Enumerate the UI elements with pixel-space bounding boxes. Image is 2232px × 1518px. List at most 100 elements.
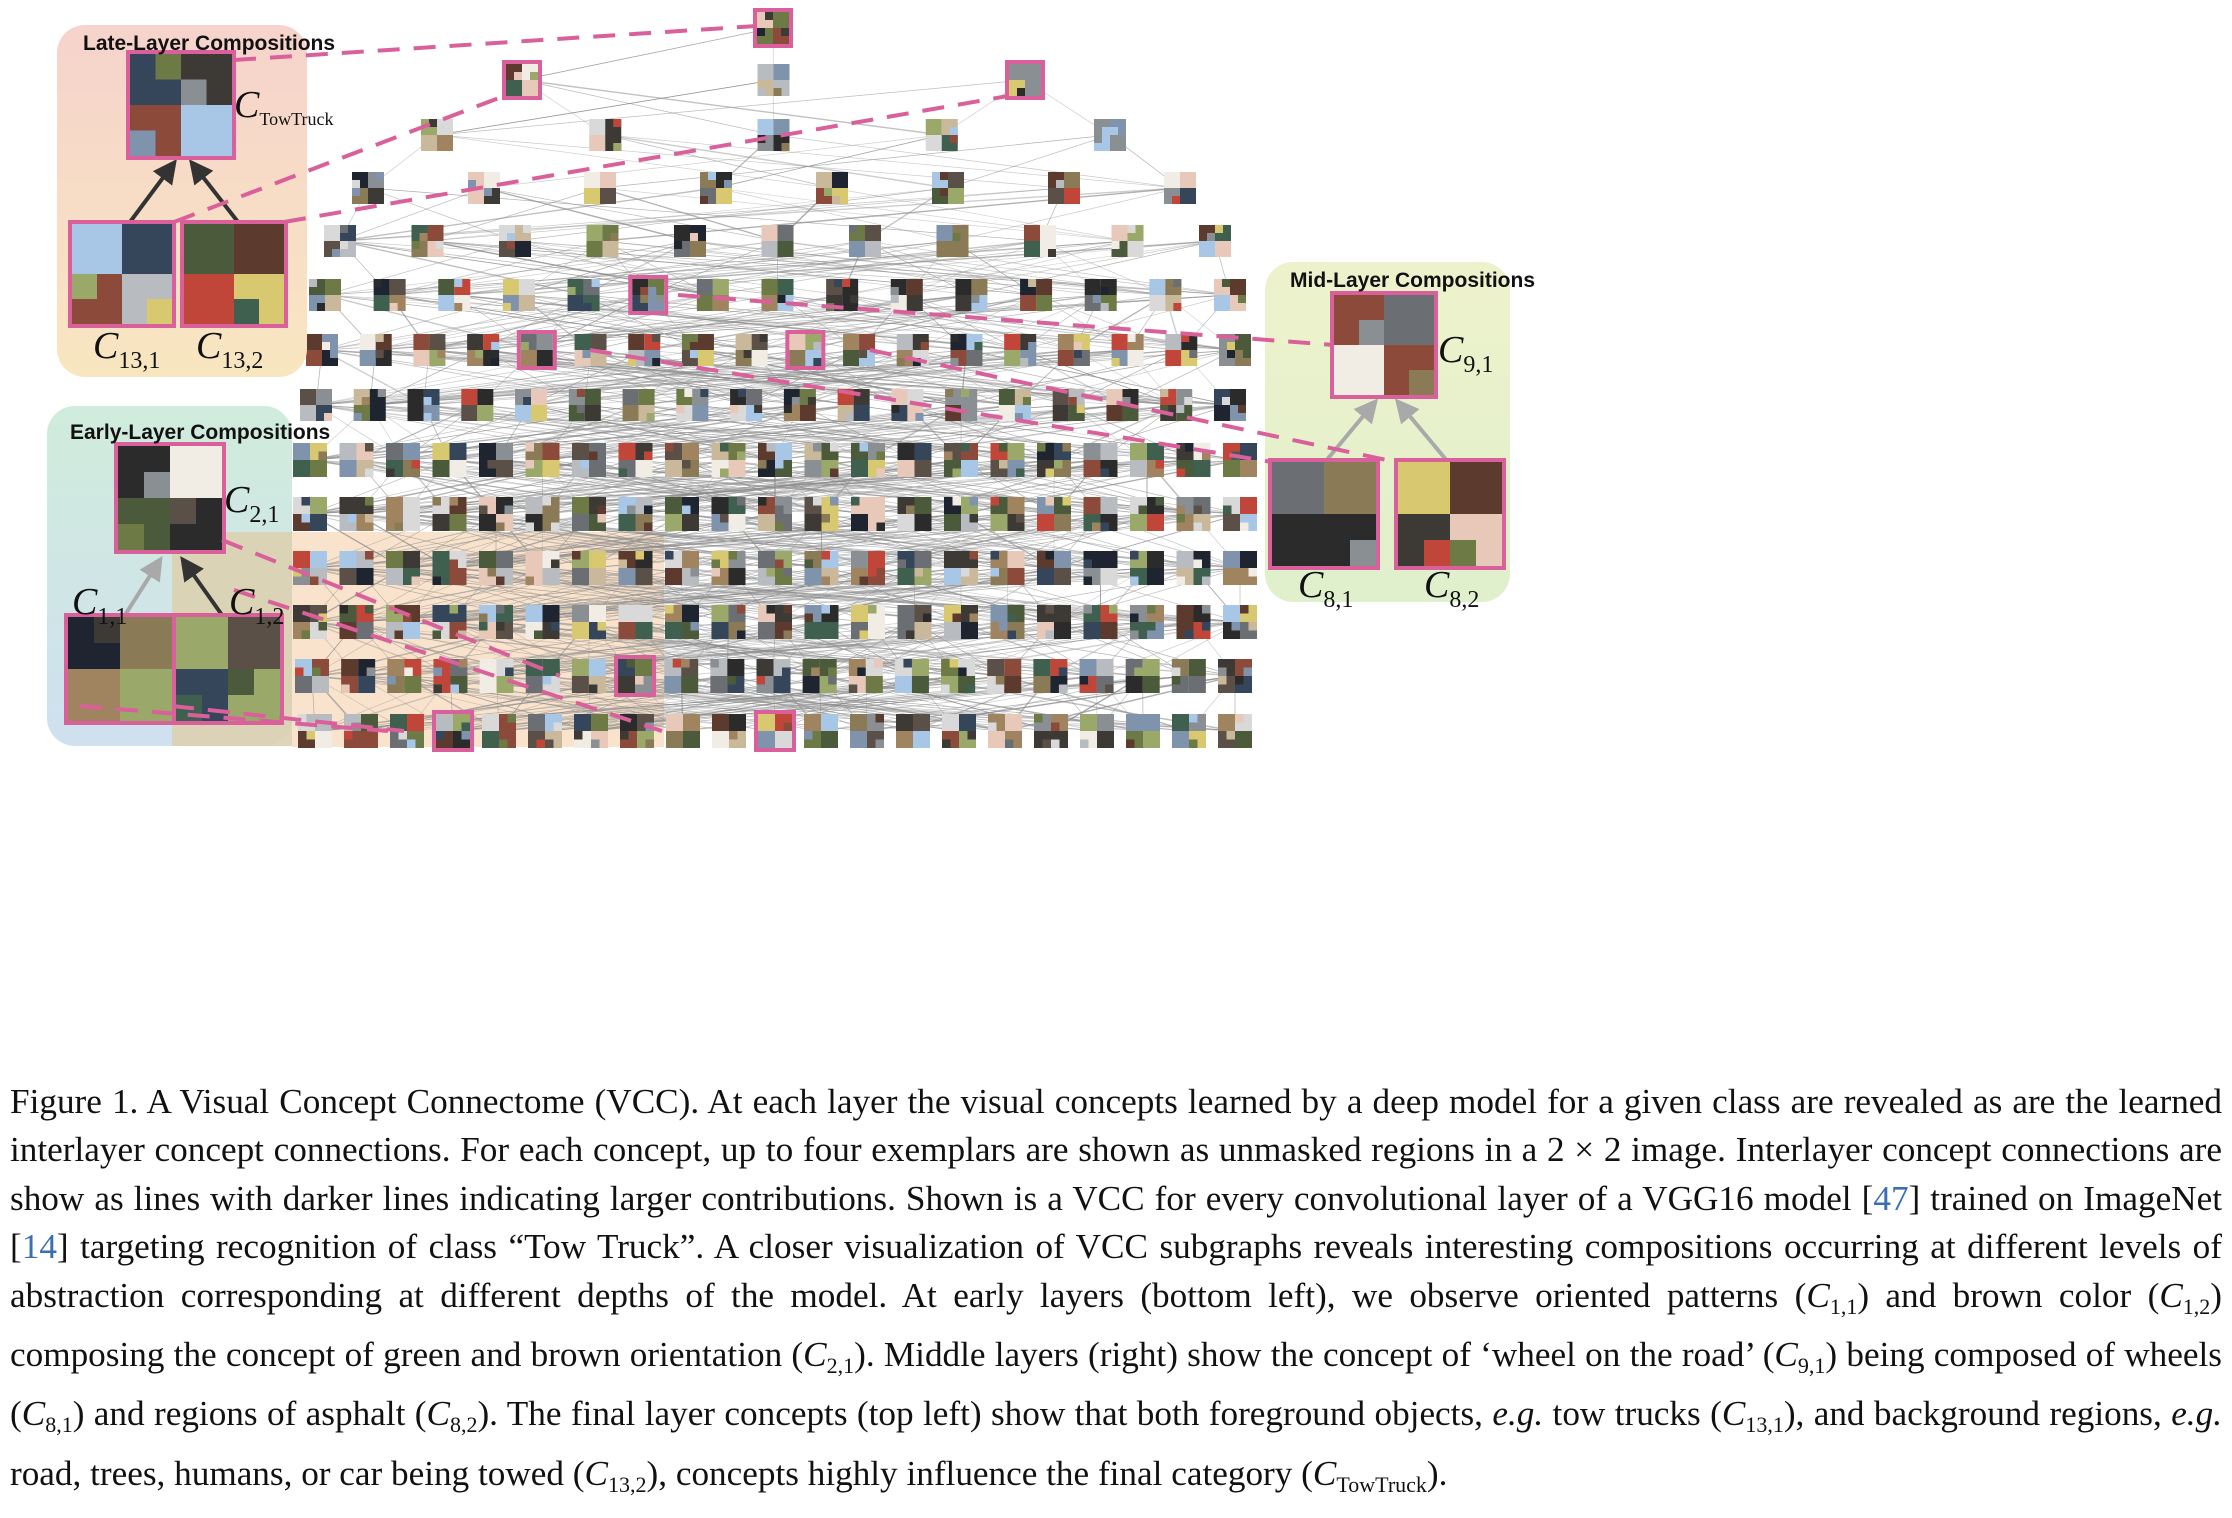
math-c-8-1: C8,1 bbox=[21, 1394, 73, 1438]
concept-tile bbox=[421, 119, 453, 151]
concept-tile bbox=[411, 225, 444, 257]
late-arrow-right bbox=[189, 159, 240, 224]
concept-tile bbox=[386, 497, 420, 531]
concept-tile bbox=[572, 551, 606, 585]
label-c-13-1: C13,1 bbox=[93, 325, 161, 374]
math-c-9-1: C9,1 bbox=[1774, 1335, 1826, 1379]
concept-tile bbox=[1218, 714, 1252, 748]
concept-tile bbox=[851, 497, 885, 531]
concept-tile bbox=[925, 119, 958, 151]
concept-tile bbox=[614, 655, 657, 697]
concept-tile bbox=[990, 551, 1025, 585]
concept-tile bbox=[574, 334, 607, 366]
late-arrow-left bbox=[128, 159, 177, 224]
citation-vgg16[interactable]: 47 bbox=[1873, 1178, 1909, 1218]
concept-tile bbox=[1033, 659, 1068, 693]
concept-tile bbox=[618, 551, 653, 585]
concept-tile bbox=[574, 714, 608, 748]
dashed-link bbox=[233, 588, 663, 733]
concept-tile bbox=[528, 714, 562, 748]
mid-arrow-right bbox=[1394, 398, 1450, 464]
concept-tile bbox=[783, 389, 816, 421]
concept-tile bbox=[666, 714, 700, 748]
caption-sentence-7c: ) and regions of asphalt ( bbox=[72, 1394, 427, 1434]
concept-tile bbox=[990, 605, 1025, 639]
concept-tile bbox=[945, 389, 978, 421]
concept-tile bbox=[851, 605, 885, 639]
concept-tile bbox=[849, 225, 881, 257]
concept-tile bbox=[515, 389, 548, 421]
concept-tile bbox=[950, 334, 983, 366]
dashed-link bbox=[283, 94, 1009, 224]
figure-caption: Figure 1. A Visual Concept Connectome (V… bbox=[10, 1078, 2222, 1509]
concept-tile bbox=[1037, 443, 1071, 477]
concept-tile bbox=[1165, 334, 1198, 366]
concept-tile bbox=[761, 225, 794, 257]
concept-tile bbox=[1223, 497, 1257, 531]
caption-sentence-5: A closer visualization of VCC subgraphs … bbox=[10, 1227, 2222, 1315]
caption-sentence-8c: ), and background regions, bbox=[1783, 1394, 2162, 1434]
concept-tile bbox=[1037, 551, 1071, 585]
caption-sentence-6d: ). bbox=[854, 1335, 875, 1375]
math-c-13-2: C13,2 bbox=[584, 1453, 647, 1497]
concept-tile bbox=[525, 443, 560, 477]
concept-tile bbox=[712, 714, 746, 748]
concept-tile bbox=[300, 389, 332, 421]
early-panel-title: Early-Layer Compositions bbox=[70, 421, 331, 444]
label-c-1-2: C1,2 bbox=[229, 581, 285, 630]
concept-tile bbox=[413, 334, 446, 366]
concept-tile bbox=[432, 443, 467, 477]
concept-tile bbox=[700, 172, 732, 204]
caption-sentence-8b: tow trucks ( bbox=[1552, 1394, 1722, 1434]
concept-tile bbox=[352, 172, 384, 204]
label-c-towtruck: CTowTruck bbox=[234, 84, 334, 129]
concept-tile bbox=[1214, 279, 1246, 311]
concept-tile bbox=[293, 605, 327, 639]
concept-tile bbox=[1020, 279, 1053, 311]
concept-tile bbox=[584, 172, 616, 204]
concept-tile bbox=[1037, 497, 1071, 531]
vcc-figure bbox=[47, 8, 1510, 752]
concept-tile bbox=[1111, 225, 1144, 257]
label-c-1-1: C1,1 bbox=[72, 581, 128, 630]
concept-tile bbox=[848, 659, 883, 693]
concept-tile bbox=[571, 659, 606, 693]
concept-tile bbox=[525, 605, 560, 639]
concept-tile bbox=[293, 443, 327, 477]
concept-tile bbox=[373, 279, 406, 311]
concept-tile bbox=[665, 497, 699, 531]
concept-tile bbox=[1083, 443, 1118, 477]
concept-tile bbox=[897, 443, 932, 477]
concept-tile bbox=[756, 659, 791, 693]
late-panel-title: Late-Layer Compositions bbox=[83, 32, 336, 55]
concept-tile bbox=[1125, 659, 1160, 693]
concept-tile bbox=[932, 172, 964, 204]
concept-tile bbox=[568, 389, 601, 421]
concept-tile bbox=[339, 497, 374, 531]
concept-tile bbox=[1172, 714, 1206, 748]
caption-sentence-4c: ] targeting recognition of class “Tow Tr… bbox=[56, 1227, 705, 1267]
concept-tile bbox=[758, 551, 792, 585]
citation-imagenet[interactable]: 14 bbox=[21, 1227, 57, 1267]
caption-sentence-6a: At early layers (bottom left), we observ… bbox=[901, 1275, 1807, 1315]
concept-tile bbox=[432, 710, 474, 752]
concept-tile bbox=[1004, 334, 1037, 366]
concept-tile bbox=[306, 334, 338, 366]
concept-tile bbox=[618, 497, 653, 531]
concept-tile bbox=[816, 172, 848, 204]
caption-sentence-1: A Visual Concept Connectome (VCC). At ea… bbox=[10, 1082, 2222, 1170]
caption-sentence-6c: ) composing the concept of green and bro… bbox=[10, 1275, 2223, 1375]
dashed-link bbox=[79, 704, 389, 733]
concept-tile bbox=[339, 605, 374, 639]
dashed-link bbox=[233, 24, 758, 62]
concept-tile bbox=[341, 659, 376, 693]
tile-c-1-1 bbox=[64, 613, 176, 725]
concept-tile bbox=[944, 551, 978, 585]
concept-tile bbox=[1130, 605, 1164, 639]
concept-tile bbox=[944, 497, 978, 531]
concept-tile bbox=[896, 714, 930, 748]
concept-tile bbox=[988, 714, 1022, 748]
concept-tile bbox=[525, 659, 560, 693]
concept-tile bbox=[710, 659, 745, 693]
panel-concept-tiles bbox=[64, 50, 1506, 725]
